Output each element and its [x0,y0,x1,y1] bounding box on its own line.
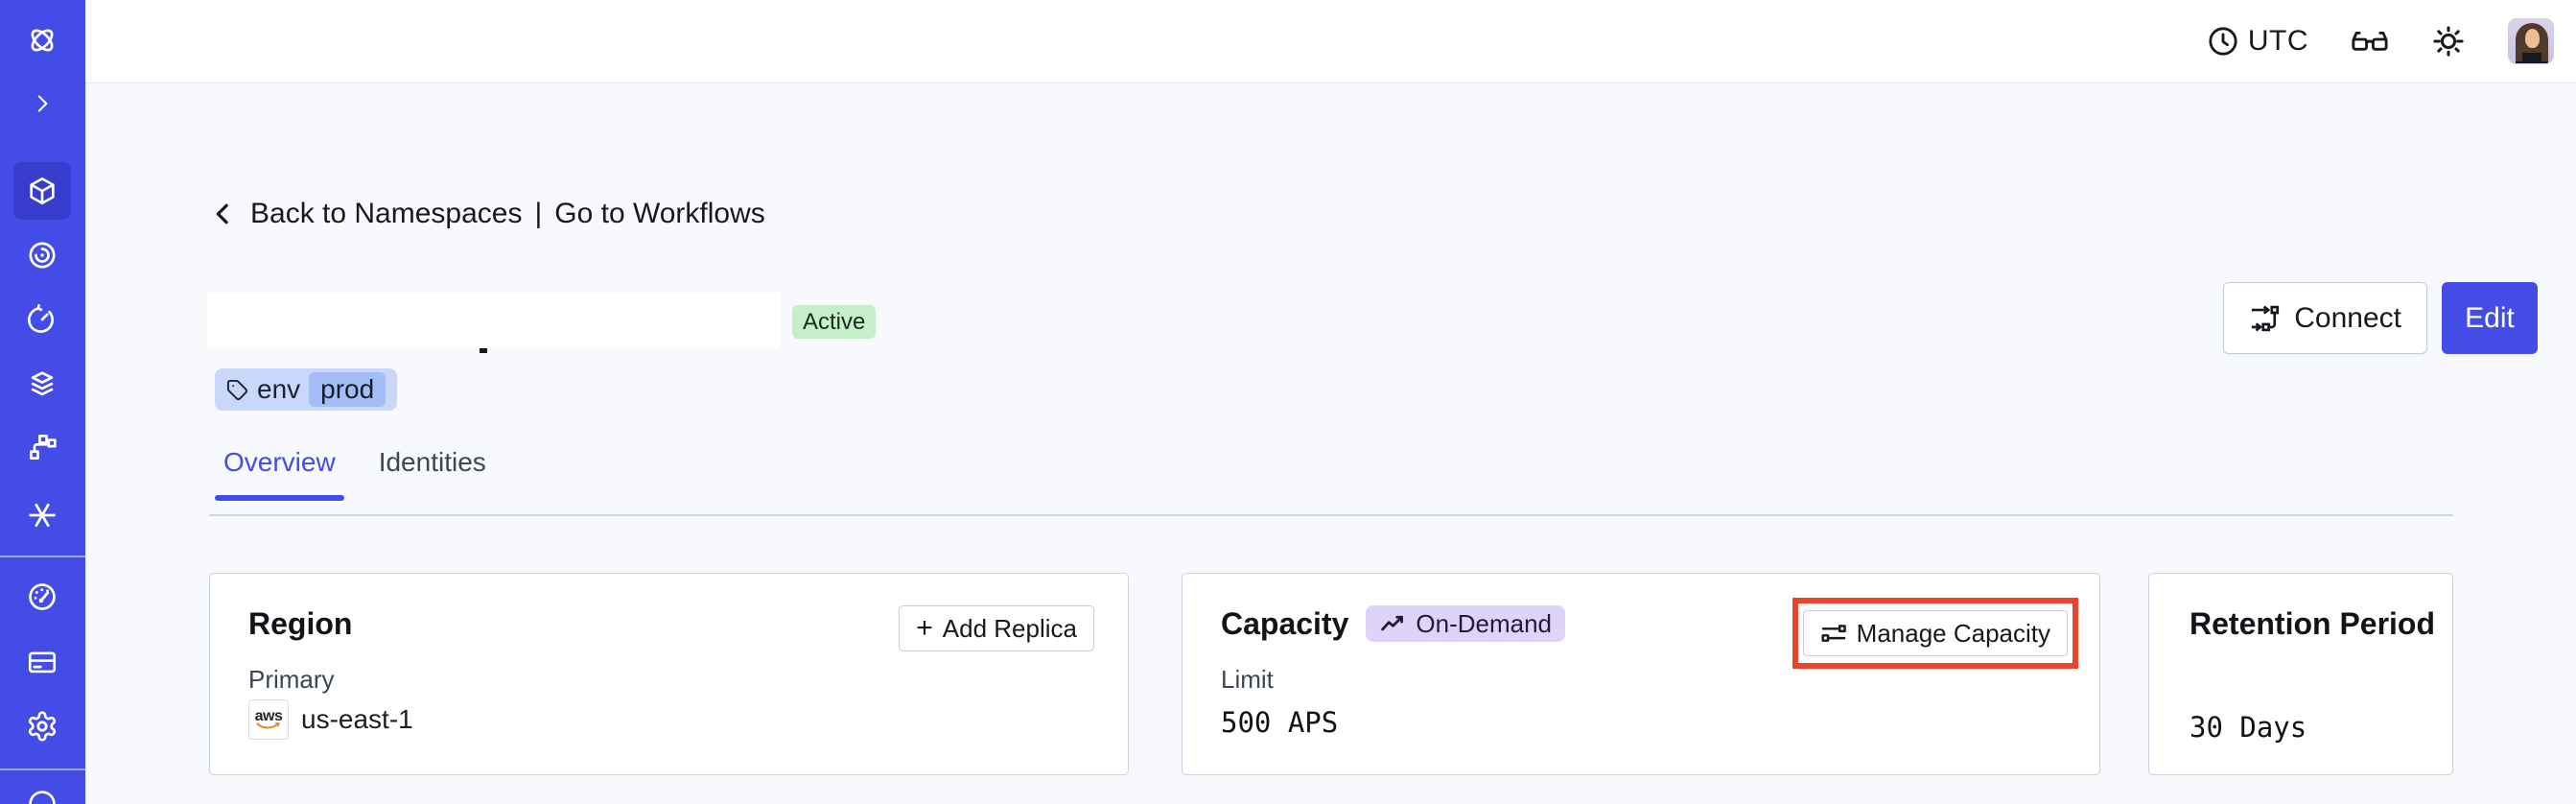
connect-button-label: Connect [2294,301,2401,334]
reader-glasses-icon[interactable] [2351,27,2389,56]
sidebar-item-deployments[interactable] [13,355,71,413]
sliders-icon [1820,620,1847,647]
add-replica-label: Add Replica [942,613,1077,643]
timezone-selector[interactable]: UTC [2207,25,2308,58]
header-actions: Connect Edit [2223,282,2538,354]
tab-bar: Overview Identities [209,447,515,501]
sidebar-divider [0,556,85,557]
sidebar-divider [0,769,85,770]
tab-overview[interactable]: Overview [209,447,350,501]
tab-overview-label: Overview [223,447,336,477]
tab-identities-label: Identities [378,447,486,477]
timezone-label: UTC [2247,25,2308,57]
retention-card: Retention Period 30 Days [2148,573,2453,775]
aws-wordmark: aws [254,707,283,724]
manage-capacity-label: Manage Capacity [1856,618,2050,648]
breadcrumb-forward-link[interactable]: Go to Workflows [554,198,765,229]
capacity-value: 500 APS [1221,706,1339,739]
tab-identities[interactable]: Identities [364,447,501,501]
plus-icon: + [916,612,933,644]
breadcrumb-back-link[interactable]: Back to Namespaces [250,198,523,229]
connect-button[interactable]: Connect [2223,282,2427,354]
capacity-card: Capacity On-Demand [1182,573,2100,775]
capacity-card-title: Capacity [1221,605,1349,641]
active-tab-underline [215,495,344,501]
sidebar-item-workflows[interactable] [13,226,71,284]
red-highlight-annotation: Manage Capacity [1791,598,2078,669]
expand-chevron-icon[interactable] [13,75,71,132]
sidebar-item-nexus[interactable] [13,486,71,544]
connect-flow-icon [2249,302,2282,335]
edit-button[interactable]: Edit [2442,282,2538,354]
main-content: Back to Namespaces | Go to Workflows Act… [85,83,2576,804]
tag-key: env [257,374,301,404]
region-value: us-east-1 [301,704,413,734]
manage-capacity-button[interactable]: Manage Capacity [1802,610,2068,656]
chevron-left-icon[interactable] [209,200,238,228]
status-badge: Active [792,305,877,339]
sidebar-item-billing[interactable] [13,633,71,691]
retention-value: 30 Days [2190,711,2307,744]
trend-up-icon [1379,610,1407,638]
region-primary-label: Primary [248,665,335,694]
sidebar [0,0,85,804]
retention-card-title: Retention Period [2190,606,2436,641]
add-replica-button[interactable]: + Add Replica [899,605,1094,651]
aws-provider-icon: aws [248,699,289,740]
temporal-logo[interactable] [13,12,71,69]
region-card-title: Region [248,606,353,641]
breadcrumb: Back to Namespaces | Go to Workflows [209,195,765,233]
sidebar-item-settings[interactable] [13,698,71,755]
on-demand-label: On-Demand [1416,608,1553,638]
clock-icon [2207,25,2239,58]
sidebar-item-batch-operations[interactable] [13,418,71,476]
breadcrumb-separator: | [534,198,543,229]
sidebar-item-usage[interactable] [13,568,71,626]
tab-bar-border [209,514,2453,516]
env-tag[interactable]: env prod [215,368,398,411]
redaction-artifact [480,348,487,353]
on-demand-badge: On-Demand [1366,605,1566,642]
namespace-title-redacted [207,293,780,348]
sidebar-item-partial[interactable] [13,779,71,804]
topbar: UTC [85,0,2576,83]
sidebar-item-schedules[interactable] [13,291,71,348]
region-card: Region + Add Replica Primary aws us-east… [209,573,1129,775]
sidebar-item-namespaces[interactable] [13,162,71,220]
capacity-limit-label: Limit [1221,665,1274,694]
tag-value-chip: prod [309,372,386,407]
edit-button-label: Edit [2465,301,2515,334]
brightness-icon[interactable] [2431,24,2466,59]
tag-icon [226,379,248,401]
user-avatar[interactable] [2508,18,2554,64]
